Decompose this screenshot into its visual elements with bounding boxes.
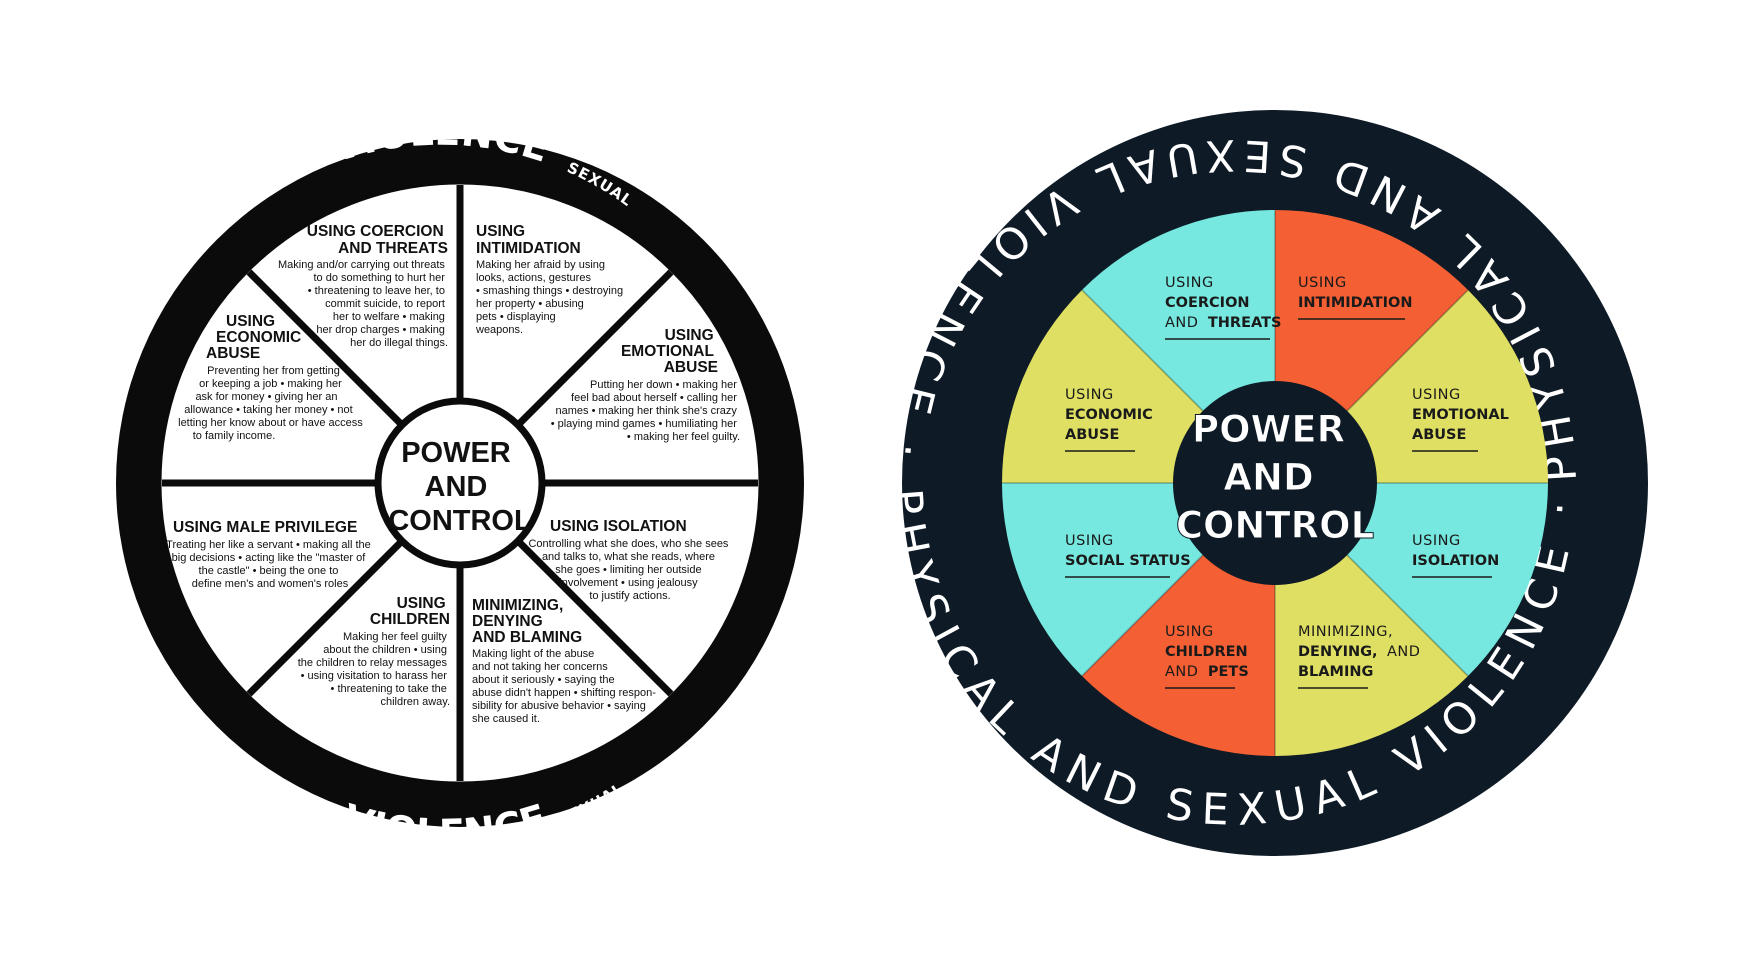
right-label-minimizing: MINIMIZING, DENYING, AND BLAMING	[1298, 624, 1420, 689]
label-word: EMOTIONAL	[1412, 407, 1509, 423]
section-children-body: Making her feel guilty about the childre…	[298, 631, 450, 708]
section-children-title: USING CHILDREN	[370, 595, 450, 628]
right-label-economic: USING ECONOMIC ABUSE	[1065, 387, 1153, 452]
section-coercion-title: USING COERCION AND THREATS	[307, 223, 448, 257]
section-minimizing-body: Making light of the abuse and not taking…	[472, 648, 659, 725]
right-label-coercion: USING COERCION AND THREATS	[1165, 275, 1281, 340]
label-word: USING	[1065, 387, 1114, 403]
label-word: ECONOMIC	[1065, 407, 1153, 423]
section-privilege: USING MALE PRIVILEGE Treating her like a…	[166, 519, 374, 590]
label-word: COERCION	[1165, 295, 1250, 311]
label-word: USING	[1065, 533, 1114, 549]
section-privilege-title: USING MALE PRIVILEGE	[173, 519, 357, 536]
section-emotional: USING EMOTIONAL ABUSE Putting her down •…	[551, 327, 740, 443]
label-word: SOCIAL STATUS	[1065, 553, 1191, 569]
section-emotional-title: USING EMOTIONAL ABUSE	[621, 327, 718, 376]
section-economic-body: Preventing her from getting or keeping a…	[178, 365, 366, 442]
right-center-title: POWER AND CONTROL	[1176, 408, 1374, 547]
left-center-circle	[374, 397, 546, 569]
label-line: AND THREATS	[1165, 314, 1281, 331]
label-word: USING	[1165, 624, 1214, 640]
left-center-title: POWER AND CONTROL	[388, 437, 531, 537]
right-label-isolation: USING ISOLATION	[1412, 533, 1499, 578]
label-word: BLAMING	[1298, 664, 1373, 680]
section-economic-title: USING ECONOMIC ABUSE	[206, 313, 306, 362]
right-label-children: USING CHILDREN AND PETS	[1165, 624, 1249, 689]
label-line: AND PETS	[1165, 663, 1249, 680]
section-coercion: USING COERCION AND THREATS Making and/or…	[278, 223, 448, 349]
label-word: INTIMIDATION	[1298, 295, 1413, 311]
label-word: CHILDREN	[1165, 644, 1248, 660]
section-isolation: USING ISOLATION Controlling what she doe…	[528, 518, 731, 602]
section-children: USING CHILDREN Making her feel guilty ab…	[298, 595, 450, 708]
label-word: USING	[1298, 275, 1347, 291]
label-line: DENYING, AND	[1298, 643, 1420, 660]
section-intimidation: USING INTIMIDATION Making her afraid by …	[475, 223, 626, 336]
section-coercion-body: Making and/or carrying out threats to do…	[278, 259, 448, 349]
section-privilege-body: Treating her like a servant • making all…	[166, 539, 374, 590]
section-intimidation-body: Making her afraid by using looks, action…	[475, 259, 626, 336]
left-wheel: POWER AND CONTROL VIOLENCE PHYSICAL SEXU…	[116, 110, 804, 855]
section-minimizing: MINIMIZING, DENYING AND BLAMING Making l…	[472, 597, 659, 725]
label-word: ABUSE	[1065, 427, 1119, 443]
label-word: USING	[1412, 387, 1461, 403]
label-word: MINIMIZING,	[1298, 624, 1393, 640]
right-label-intimidation: USING INTIMIDATION	[1298, 275, 1413, 320]
right-label-social: USING SOCIAL STATUS	[1065, 533, 1191, 578]
section-isolation-title: USING ISOLATION	[550, 518, 687, 535]
section-intimidation-title: USING INTIMIDATION	[476, 223, 581, 257]
right-label-emotional: USING EMOTIONAL ABUSE	[1412, 387, 1509, 452]
label-word: ABUSE	[1412, 427, 1466, 443]
section-minimizing-title: MINIMIZING, DENYING AND BLAMING	[472, 597, 582, 646]
section-isolation-body: Controlling what she does, who she sees …	[528, 538, 731, 602]
label-word: USING	[1412, 533, 1461, 549]
section-emotional-body: Putting her down • making her feel bad a…	[551, 379, 740, 443]
section-economic: USING ECONOMIC ABUSE Preventing her from…	[178, 313, 366, 442]
right-center-circle	[1173, 381, 1377, 585]
right-wheel: PHYSICAL AND SEXUAL VIOLENCE · PHYSICAL …	[880, 110, 1648, 856]
label-word: USING	[1165, 275, 1214, 291]
label-word: ISOLATION	[1412, 553, 1499, 569]
